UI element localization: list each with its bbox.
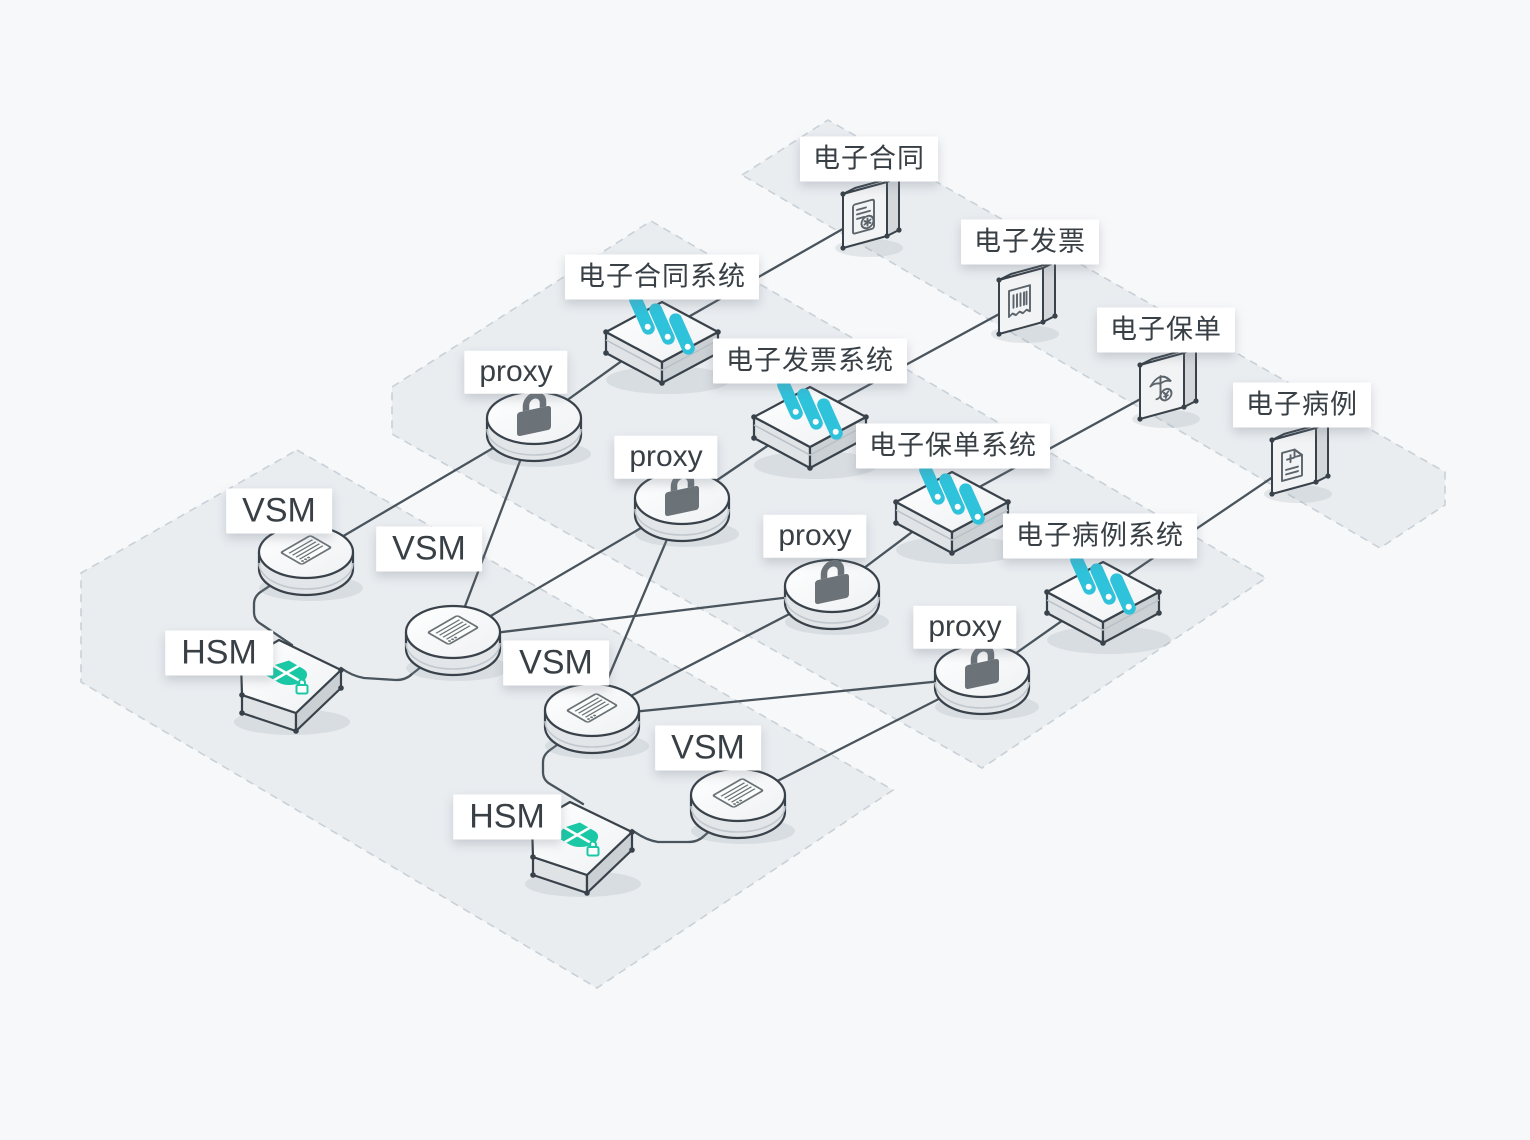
edge-vsm2-proxy3: [451, 590, 834, 640]
band-products: [740, 119, 1446, 549]
medical-record-icon: [1281, 448, 1303, 482]
vsm-label-3: VSM: [503, 640, 609, 686]
edge-vsm1-hsm1: [252, 560, 308, 647]
hsm-label-1: HSM: [165, 630, 273, 676]
system-label-contract: 电子合同系统: [565, 254, 759, 300]
proxy-label-4: proxy: [913, 605, 1017, 649]
proxy-label-1: proxy: [464, 350, 568, 394]
system-label-policy: 电子保单系统: [856, 423, 1050, 469]
edge-vsm3-proxy4: [590, 675, 984, 718]
edge-vsm3-hsm2: [541, 718, 594, 806]
product-label-case: 电子病例: [1233, 382, 1371, 428]
system-label-invoice: 电子发票系统: [713, 338, 907, 384]
contract-document-icon: [852, 198, 875, 235]
product-node-policy: [1131, 346, 1201, 429]
edge-sys3-prod3: [950, 383, 1168, 504]
product-node-contract: [834, 175, 904, 258]
hsm-label-2: HSM: [453, 794, 561, 840]
edge-sys2-prod2: [808, 298, 1027, 419]
proxy-label-3: proxy: [763, 514, 867, 558]
system-label-case: 电子病例系统: [1003, 513, 1197, 559]
insurance-umbrella-icon: [1149, 375, 1173, 402]
product-label-invoice: 电子发票: [961, 219, 1099, 265]
edge-hsm1-vsm2: [339, 640, 455, 682]
product-label-policy: 电子保单: [1097, 307, 1235, 353]
proxy-label-2: proxy: [614, 435, 718, 479]
vsm-label-1: VSM: [226, 488, 332, 534]
product-node-invoice: [990, 261, 1060, 344]
edge-sys4-prod4: [1101, 458, 1300, 594]
edge-sys1-prod1: [660, 212, 871, 334]
invoice-receipt-icon: [1008, 284, 1031, 318]
product-node-case: [1263, 421, 1333, 504]
vsm-label-2: VSM: [376, 526, 482, 572]
product-label-contract: 电子合同: [800, 136, 938, 182]
vsm-label-4: VSM: [655, 725, 761, 771]
